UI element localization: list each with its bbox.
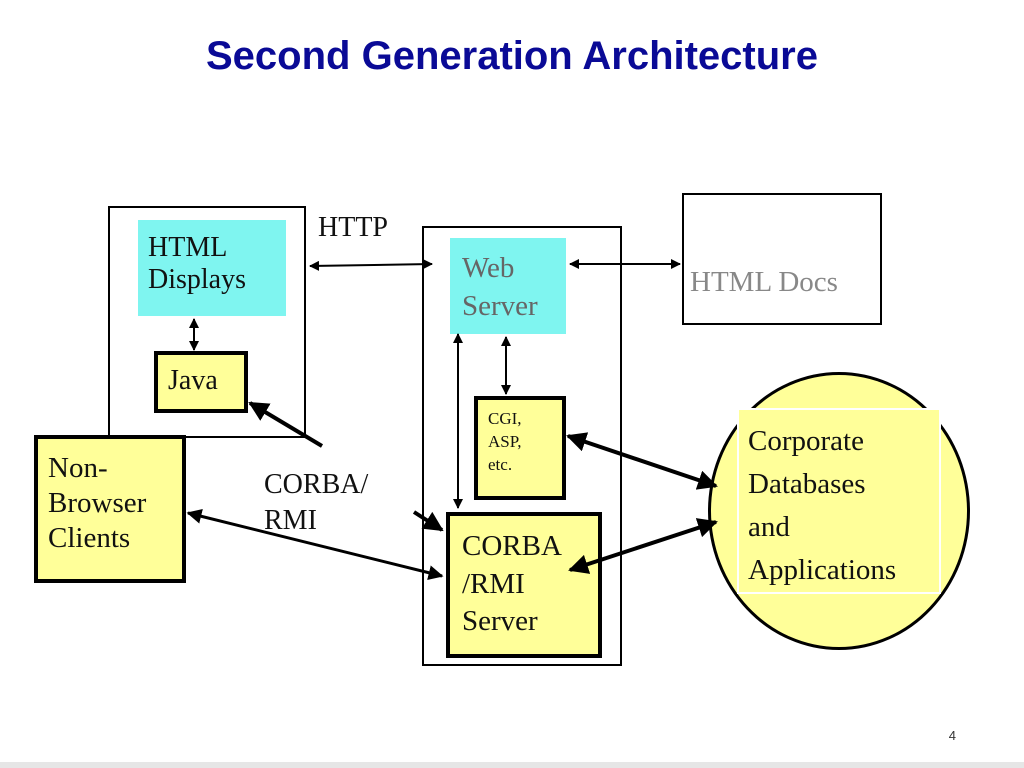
non-browser-clients-label: Non- Browser Clients: [48, 452, 147, 554]
footer-divider: [0, 762, 1024, 768]
java-box: [154, 351, 248, 413]
nonbrowser-corba-connector: [186, 508, 444, 581]
corba-rmi-label: CORBA/ RMI: [264, 469, 369, 537]
corba-java-connector: [248, 401, 324, 448]
cgi-asp-label: CGI, ASP, etc.: [488, 409, 522, 474]
html-docs-label: HTML Docs: [690, 266, 838, 298]
http-label: HTTP: [318, 212, 388, 243]
html-displays-label: HTML Displays: [148, 232, 246, 295]
web-server-box: [450, 238, 566, 334]
html-displays-box: [138, 220, 286, 316]
page-title: Second Generation Architecture: [206, 34, 818, 78]
java-label: Java: [168, 365, 218, 396]
non-browser-clients-box: [34, 435, 186, 583]
cgi-asp-box: [474, 396, 566, 500]
corporate-databases-label: Corporate Databases and Applications: [748, 425, 897, 586]
page-number: 4: [948, 728, 956, 743]
web-server-label: Web Server: [462, 252, 538, 322]
corporate-databases-panel: [737, 408, 941, 594]
html-docs-box: [682, 193, 882, 325]
corba-rmi-server-label: CORBA /RMI Server: [462, 530, 562, 638]
cgi-database-connector: [566, 432, 718, 490]
http-connector: [309, 259, 433, 271]
corba-server-connector: [412, 510, 444, 532]
corba-database-connector: [568, 518, 718, 574]
